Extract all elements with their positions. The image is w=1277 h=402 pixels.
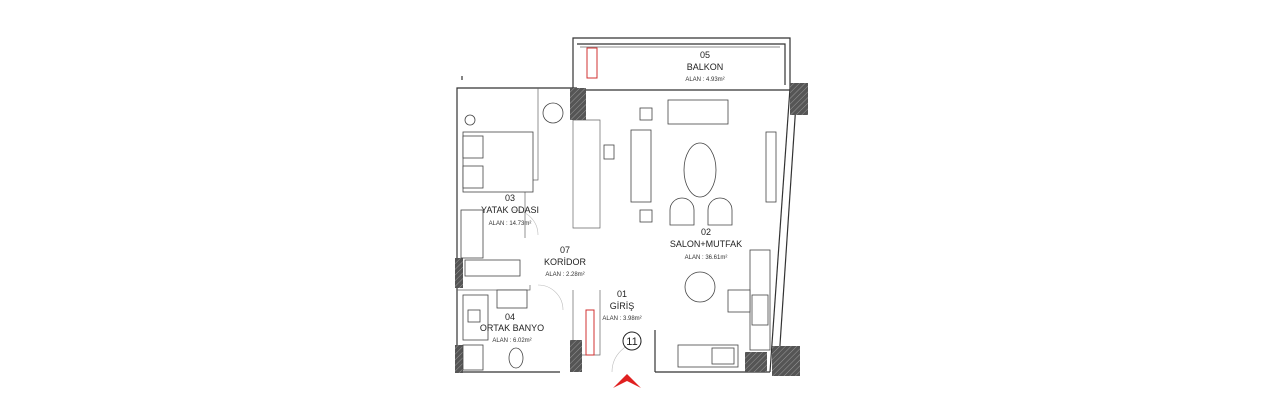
- room-ortak-banyo: 04 ORTAK BANYO ALAN : 6.02m²: [480, 312, 544, 344]
- unit-number-badge: 11: [622, 331, 642, 351]
- room-number: 04: [505, 312, 515, 322]
- room-area: ALAN : 3.98m²: [602, 316, 641, 322]
- room-area: ALAN : 6.02m²: [492, 338, 531, 344]
- room-area: ALAN : 36.61m²: [685, 255, 728, 261]
- room-number: 01: [617, 289, 627, 299]
- room-name: ORTAK BANYO: [480, 323, 544, 333]
- room-yatak-odasi: 03 YATAK ODASI ALAN : 14.73m²: [481, 193, 539, 227]
- room-name: YATAK ODASI: [481, 205, 539, 215]
- columns: [455, 83, 808, 376]
- room-area: ALAN : 4.93m²: [685, 77, 724, 83]
- entrance-arrow-icon: [613, 374, 641, 388]
- room-area: ALAN : 14.73m²: [489, 221, 532, 227]
- room-balkon: 05 BALKON ALAN : 4.93m²: [685, 50, 724, 83]
- room-number: 07: [560, 245, 570, 255]
- room-name: SALON+MUTFAK: [670, 239, 742, 249]
- room-name: BALKON: [687, 62, 724, 72]
- room-name: GİRİŞ: [610, 301, 635, 311]
- room-area: ALAN : 2.28m²: [545, 272, 584, 278]
- room-number: 02: [701, 227, 711, 237]
- room-koridor: 07 KORİDOR ALAN : 2.28m²: [544, 245, 587, 278]
- room-number: 03: [505, 193, 515, 203]
- furniture: [460, 47, 777, 371]
- unit-number: 11: [626, 336, 637, 348]
- room-giris: 01 GİRİŞ ALAN : 3.98m²: [602, 289, 641, 322]
- room-name: KORİDOR: [544, 257, 587, 267]
- room-number: 05: [700, 50, 710, 60]
- room-salon-mutfak: 02 SALON+MUTFAK ALAN : 36.61m²: [670, 227, 742, 261]
